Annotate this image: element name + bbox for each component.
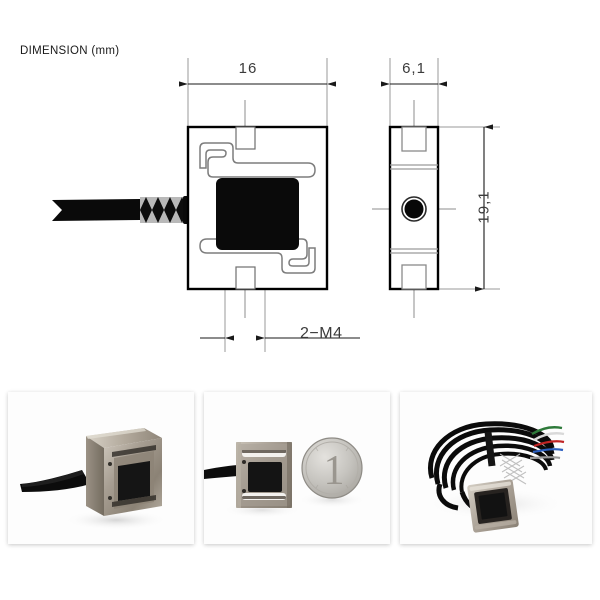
bottom-mount-tab bbox=[235, 266, 256, 290]
dimension-label-thread: 2−M4 bbox=[300, 325, 343, 342]
photo-2-coin: 1 bbox=[301, 437, 363, 499]
upper-s-slot bbox=[199, 142, 316, 178]
photo-card-coiled-cable[interactable] bbox=[400, 392, 592, 544]
product-photo-strip: 1 bbox=[0, 392, 600, 550]
coin-denomination: 1 bbox=[324, 448, 345, 494]
photo-2-cable bbox=[204, 465, 238, 479]
photo-2-graphic: 1 bbox=[204, 392, 390, 544]
photo-angled-view bbox=[8, 392, 194, 544]
photo-1-graphic bbox=[8, 392, 194, 544]
photo-3-wire-ends bbox=[499, 426, 565, 485]
side-bottom-thread bbox=[401, 264, 427, 290]
photo-coin-scale: 1 bbox=[204, 392, 390, 544]
photo-card-angled-view[interactable] bbox=[8, 392, 194, 544]
top-mount-tab bbox=[235, 126, 256, 150]
dimension-label-width: 16 bbox=[238, 60, 258, 77]
cable-lead bbox=[52, 199, 140, 221]
cable-strain-relief bbox=[140, 196, 190, 224]
extension-lines bbox=[187, 58, 500, 352]
side-view bbox=[388, 125, 440, 291]
side-centre-hole bbox=[401, 196, 427, 222]
photo-card-coin-scale[interactable]: 1 bbox=[204, 392, 390, 544]
photo-3-cable-tie bbox=[484, 431, 496, 467]
dimension-label-height: 19,1 bbox=[475, 190, 493, 224]
dimension-drawing-svg bbox=[52, 58, 500, 352]
strain-gauge-pad bbox=[216, 178, 299, 250]
side-slot-lines bbox=[390, 164, 438, 254]
dimension-title: DIMENSION (mm) bbox=[20, 45, 120, 57]
photo-1-load-cell bbox=[86, 428, 162, 516]
dimension-label-depth: 6,1 bbox=[402, 60, 426, 77]
photo-3-load-cell bbox=[467, 479, 519, 533]
photo-coiled-cable bbox=[400, 392, 592, 544]
front-view bbox=[52, 125, 329, 291]
photo-3-graphic bbox=[400, 392, 592, 544]
technical-drawing: 16 6,1 19,1 2−M4 bbox=[52, 58, 500, 352]
photo-2-load-cell bbox=[236, 442, 292, 508]
side-top-thread bbox=[401, 126, 427, 152]
